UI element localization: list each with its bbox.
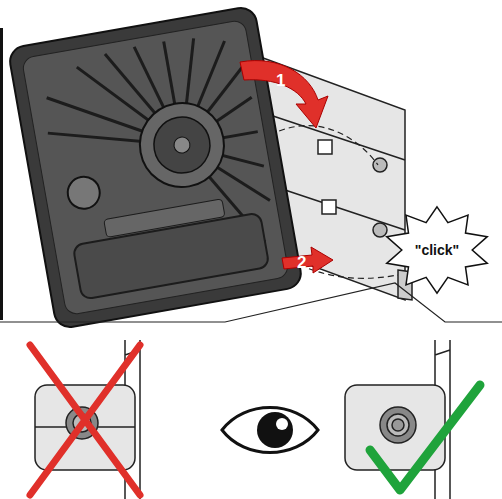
callout-number: 2 <box>297 254 306 271</box>
rotate-arrow <box>240 61 328 128</box>
edge-bar <box>0 28 3 320</box>
push-arrow <box>282 247 333 273</box>
correct-mark <box>370 385 480 490</box>
eye-symbol <box>222 408 318 453</box>
click-starburst: "click" <box>382 205 492 295</box>
detail-divider <box>0 283 502 322</box>
click-text: "click" <box>415 242 459 258</box>
inverter-body <box>8 5 304 329</box>
motion-path <box>270 126 378 165</box>
correct-detail <box>345 340 450 499</box>
wrong-mark <box>30 345 140 495</box>
callout-number: 1 <box>276 72 285 89</box>
